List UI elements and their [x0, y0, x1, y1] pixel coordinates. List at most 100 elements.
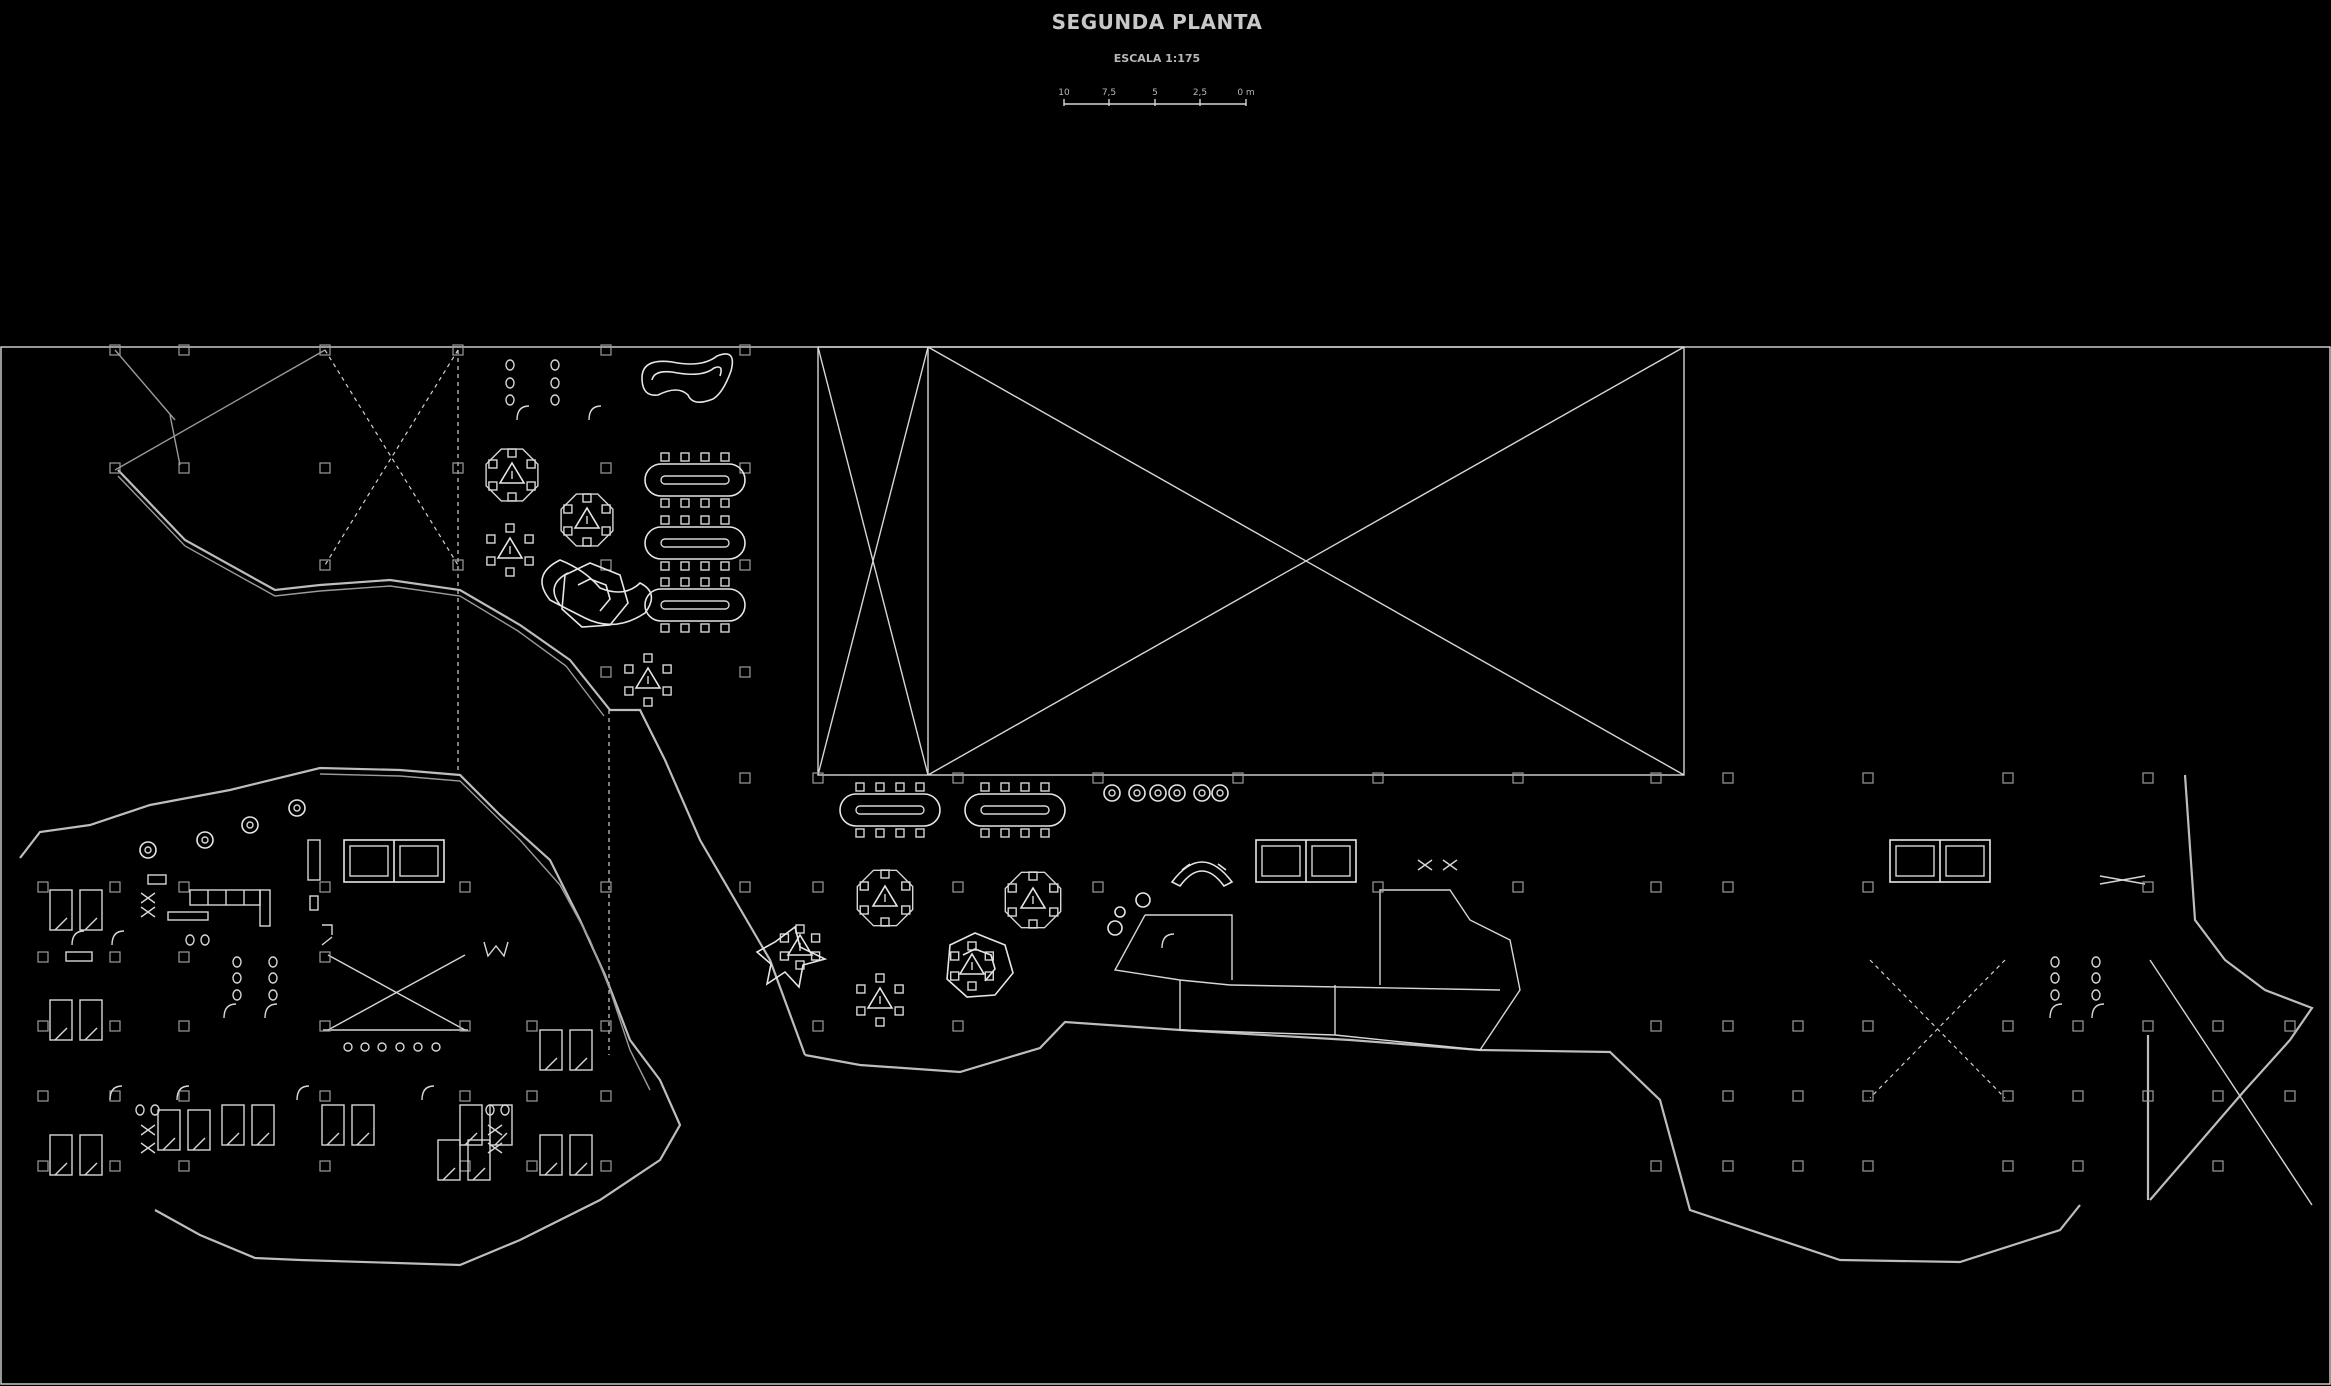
column — [739, 344, 751, 356]
oval-meeting-table — [644, 577, 746, 633]
column — [2072, 1160, 2084, 1172]
stool-group — [139, 784, 1229, 859]
desk-pair — [157, 1109, 211, 1151]
chair — [915, 828, 925, 838]
chair — [1028, 871, 1038, 881]
atrium-void — [817, 346, 1685, 776]
table-top — [964, 793, 1066, 827]
chair — [700, 452, 710, 462]
desk-pair — [49, 999, 103, 1041]
column — [1862, 1160, 1874, 1172]
chair — [880, 869, 890, 879]
chair — [54, 1162, 68, 1176]
upper-left-void — [114, 349, 610, 1055]
chair — [574, 1057, 588, 1071]
pod-seat — [485, 1104, 495, 1116]
chair — [582, 493, 592, 503]
column — [600, 1020, 612, 1032]
column — [1092, 772, 1104, 784]
desk — [569, 1029, 593, 1071]
desk — [49, 999, 73, 1041]
pod-seat — [268, 972, 278, 984]
desk — [79, 1134, 103, 1176]
pod-seat — [2050, 972, 2060, 984]
workstation-desks — [49, 359, 2105, 1181]
chair — [544, 1057, 558, 1071]
table-top — [871, 884, 899, 907]
chair — [680, 623, 690, 633]
scale-bar: 10 7,5 5 2,5 0 m — [1058, 88, 1255, 106]
pod-seat — [505, 359, 515, 371]
chair — [680, 577, 690, 587]
stool-seat — [1216, 789, 1224, 797]
pod-seat — [135, 1104, 145, 1116]
desk — [539, 1134, 563, 1176]
chair — [507, 492, 517, 502]
stool — [1149, 784, 1167, 802]
column — [600, 1160, 612, 1172]
chair — [680, 515, 690, 525]
stool-seat — [1108, 789, 1116, 797]
scale-tick-label: 7,5 — [1102, 88, 1116, 98]
table-inner — [660, 475, 730, 485]
chair — [950, 951, 960, 961]
round-table-set — [1004, 871, 1062, 929]
chair — [660, 515, 670, 525]
chair — [84, 1027, 98, 1041]
chair — [624, 664, 634, 674]
table-inner — [660, 600, 730, 610]
column — [1512, 881, 1524, 893]
chair-mark — [487, 1142, 503, 1154]
chair-arc — [588, 405, 602, 421]
stool-seat — [1154, 789, 1162, 797]
round-table-set — [560, 493, 614, 547]
oval-meeting-table — [964, 782, 1066, 838]
round-table-set — [950, 941, 994, 991]
desk-pair — [539, 1134, 593, 1176]
round-table-set — [624, 653, 672, 707]
pod-seat — [2050, 989, 2060, 1001]
table-top — [1019, 886, 1047, 909]
chair-mark — [140, 1124, 156, 1136]
desk-pair — [437, 1139, 491, 1181]
bar-stool — [343, 1042, 353, 1052]
chair — [464, 1132, 478, 1146]
chair — [680, 561, 690, 571]
column — [319, 951, 331, 963]
chair — [1007, 883, 1017, 893]
central-platform — [1113, 889, 1521, 1051]
desk — [187, 1109, 211, 1151]
column — [2284, 1090, 2296, 1102]
table-top — [644, 463, 746, 497]
pod-seat — [500, 1104, 510, 1116]
column — [37, 881, 49, 893]
oval-meeting-table — [839, 782, 941, 838]
column — [739, 559, 751, 571]
stool-seat — [293, 804, 301, 812]
desk-pair — [49, 889, 103, 931]
column — [178, 344, 190, 356]
column — [1722, 1090, 1734, 1102]
pod-seat — [2050, 956, 2060, 968]
column — [109, 344, 121, 356]
pod-seat — [268, 989, 278, 1001]
chair — [507, 448, 517, 458]
chair — [984, 951, 994, 961]
chair — [859, 905, 869, 915]
desk-pair — [221, 1104, 275, 1146]
chair — [505, 567, 515, 577]
pod-seat — [2091, 972, 2101, 984]
chair — [894, 1006, 904, 1016]
chair — [524, 534, 534, 544]
table-top — [573, 506, 601, 529]
chair — [601, 504, 611, 514]
stool — [241, 816, 259, 834]
chair — [526, 459, 536, 469]
chair — [700, 577, 710, 587]
chair-arc — [1161, 933, 1175, 949]
chair-arc — [296, 1085, 310, 1101]
pod-seat — [185, 934, 195, 946]
chair — [544, 1162, 558, 1176]
elevator-core-right — [1889, 839, 1991, 883]
